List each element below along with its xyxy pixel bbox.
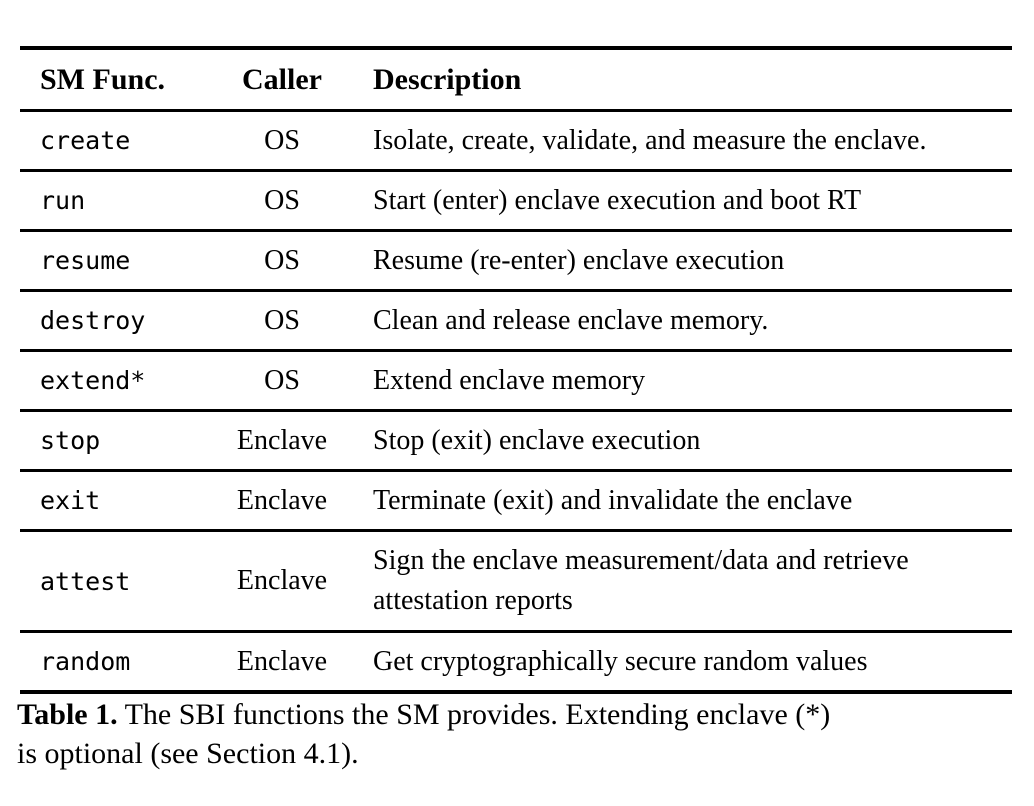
cell-desc-destroy: Clean and release enclave memory.	[344, 291, 1012, 351]
desc-text: Extend enclave memory	[373, 364, 646, 396]
cell-desc-random: Get cryptographically secure random valu…	[344, 632, 1012, 693]
cell-func-attest: attest	[40, 566, 131, 596]
cell-desc-extend: Extend enclave memory	[344, 351, 1012, 411]
cell-desc-resume: Resume (re-enter) enclave execution	[344, 231, 1012, 291]
table-row-stop: stop Enclave Stop (exit) enclave executi…	[20, 411, 1012, 471]
cell-desc-attest: Sign the enclave measurement/data and re…	[344, 531, 1012, 632]
cell-caller-attest: Enclave	[236, 565, 328, 596]
table-row-create: create OS Isolate, create, validate, and…	[20, 111, 1012, 171]
table-row-attest: attest Enclave Sign the enclave measurem…	[20, 531, 1012, 632]
caption-text-line1: The SBI functions the SM provides. Exten…	[124, 698, 831, 731]
cell-caller-stop: Enclave	[236, 424, 328, 456]
cell-func-random: random	[40, 647, 131, 676]
cell-func-run: run	[40, 186, 86, 215]
desc-text: Terminate (exit) and invalidate the encl…	[373, 484, 853, 516]
table-row-resume: resume OS Resume (re-enter) enclave exec…	[20, 231, 1012, 291]
table-row-random: random Enclave Get cryptographically sec…	[20, 632, 1012, 693]
desc-text: Get cryptographically secure random valu…	[373, 645, 868, 677]
caption-line-2: is optional (see Section 4.1).	[17, 737, 359, 770]
desc-text: Clean and release enclave memory.	[373, 304, 769, 336]
cell-func-resume: resume	[40, 246, 131, 275]
column-header-caller: Caller	[242, 62, 322, 96]
cell-func-extend: extend*	[40, 366, 146, 395]
desc-text: Start (enter) enclave execution and boot…	[373, 184, 862, 216]
cell-func-exit: exit	[40, 486, 101, 515]
cell-desc-run: Start (enter) enclave execution and boot…	[344, 171, 1012, 231]
desc-text: Resume (re-enter) enclave execution	[373, 244, 785, 276]
column-header-description: Description	[373, 62, 522, 96]
column-header-sm-func: SM Func.	[40, 62, 166, 96]
cell-caller-run: OS	[264, 184, 300, 216]
cell-caller-extend: OS	[264, 364, 300, 396]
cell-desc-create: Isolate, create, validate, and measure t…	[344, 111, 1012, 171]
caption-label: Table 1.	[17, 698, 118, 731]
desc-text: Stop (exit) enclave execution	[373, 424, 701, 456]
table-row-exit: exit Enclave Terminate (exit) and invali…	[20, 471, 1012, 531]
cell-desc-stop: Stop (exit) enclave execution	[344, 411, 1012, 471]
table-header-row: SM Func. Caller Description	[20, 48, 1012, 111]
cell-func-create: create	[40, 126, 131, 155]
desc-text: Sign the enclave measurement/data and re…	[373, 545, 909, 616]
table-row-destroy: destroy OS Clean and release enclave mem…	[20, 291, 1012, 351]
cell-caller-exit: Enclave	[236, 484, 328, 516]
desc-text: Isolate, create, validate, and measure t…	[373, 124, 927, 156]
caption-line-1: Table 1. The SBI functions the SM provid…	[17, 695, 1025, 734]
cell-desc-exit: Terminate (exit) and invalidate the encl…	[344, 471, 1012, 531]
cell-caller-resume: OS	[264, 244, 300, 276]
cell-caller-create: OS	[264, 124, 300, 156]
sbi-functions-table: SM Func. Caller Description create OS Is…	[20, 46, 1012, 694]
table-caption: Table 1. The SBI functions the SM provid…	[17, 695, 1025, 773]
table-row-run: run OS Start (enter) enclave execution a…	[20, 171, 1012, 231]
cell-func-stop: stop	[40, 426, 101, 455]
cell-caller-destroy: OS	[264, 304, 300, 336]
cell-func-destroy: destroy	[40, 306, 146, 335]
table-row-extend: extend* OS Extend enclave memory	[20, 351, 1012, 411]
cell-caller-random: Enclave	[236, 645, 328, 677]
